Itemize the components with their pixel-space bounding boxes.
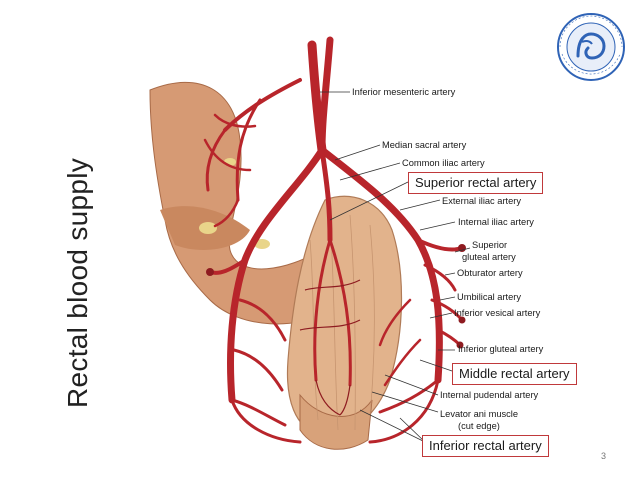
label-internal-pudendal-artery: Internal pudendal artery bbox=[440, 390, 539, 400]
label-inferior-gluteal-artery: Inferior gluteal artery bbox=[458, 344, 544, 354]
label-internal-iliac-artery: Internal iliac artery bbox=[458, 217, 534, 227]
highlight-superior-rectal-artery: Superior rectal artery bbox=[408, 172, 544, 194]
label-inferior-mesenteric-artery: Inferior mesenteric artery bbox=[352, 87, 456, 97]
label-superior-gluteal-line2: gluteal artery bbox=[462, 252, 516, 262]
label-levator-ani-line2: (cut edge) bbox=[458, 421, 500, 431]
anal-canal bbox=[299, 393, 373, 450]
fat-blob-1 bbox=[199, 222, 217, 234]
label-external-iliac-artery: External iliac artery bbox=[442, 196, 522, 206]
label-common-iliac-artery: Common iliac artery bbox=[402, 158, 485, 168]
highlight-inferior-rectal-artery: Inferior rectal artery bbox=[422, 435, 549, 457]
highlight-middle-rectal-artery: Middle rectal artery bbox=[452, 363, 577, 385]
fat-blob-2 bbox=[254, 239, 270, 249]
royal-medical-services-logo bbox=[557, 13, 625, 81]
label-superior-gluteal-line1: Superior bbox=[472, 240, 508, 250]
label-umbilical-artery: Umbilical artery bbox=[457, 292, 522, 302]
label-levator-ani-line1: Levator ani muscle bbox=[440, 409, 519, 419]
label-obturator-artery: Obturator artery bbox=[457, 268, 523, 278]
page-number: 3 bbox=[600, 451, 606, 461]
label-median-sacral-artery: Median sacral artery bbox=[382, 140, 467, 150]
label-inferior-vesical-artery: Inferior vesical artery bbox=[454, 308, 541, 318]
